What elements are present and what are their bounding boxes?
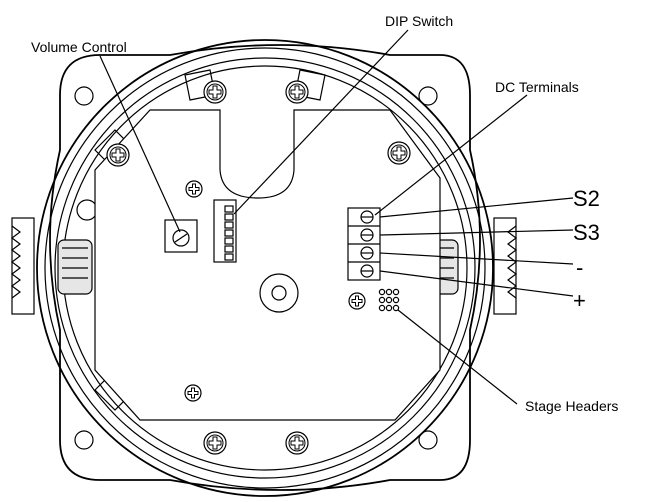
s3-leader bbox=[379, 229, 574, 236]
s3-label: S3 bbox=[573, 220, 600, 245]
minus-leader bbox=[379, 252, 574, 265]
board-screw-lower bbox=[184, 384, 202, 402]
board-screw-upper-right bbox=[387, 141, 411, 165]
left-conduit bbox=[11, 217, 93, 315]
board-screw-bottom-right bbox=[285, 431, 309, 455]
dc-terminal-block[interactable] bbox=[347, 207, 381, 281]
dip-switch-leader bbox=[233, 29, 409, 215]
board-screw-bottom-left bbox=[203, 431, 227, 455]
volume-control-label: Volume Control bbox=[31, 39, 127, 55]
board-screw-right bbox=[348, 292, 366, 310]
circuit-board bbox=[94, 109, 441, 421]
dip-switch-label: DIP Switch bbox=[385, 13, 453, 29]
volume-control-knob[interactable] bbox=[164, 219, 198, 253]
s2-leader bbox=[379, 197, 574, 218]
minus-label: - bbox=[576, 255, 583, 280]
board-screw-upper bbox=[185, 180, 203, 198]
stage-headers[interactable] bbox=[378, 288, 400, 312]
board-screw-top-left bbox=[203, 80, 227, 104]
board-screw-upper-left bbox=[106, 143, 130, 167]
plus-label: + bbox=[573, 288, 586, 313]
volume-control-leader bbox=[99, 55, 181, 233]
dc-terminals-leader bbox=[374, 94, 528, 216]
stage-headers-leader bbox=[397, 309, 518, 405]
dc-terminals-label: DC Terminals bbox=[495, 79, 579, 95]
dip-switch[interactable] bbox=[213, 199, 237, 263]
plus-leader bbox=[379, 270, 574, 297]
center-post bbox=[259, 273, 299, 313]
board-screw-top-right bbox=[285, 80, 309, 104]
stage-headers-label: Stage Headers bbox=[525, 398, 618, 414]
s2-label: S2 bbox=[573, 186, 600, 211]
enclosure-flange bbox=[49, 44, 481, 491]
housing-rings bbox=[36, 39, 494, 497]
left-boss bbox=[76, 199, 98, 221]
